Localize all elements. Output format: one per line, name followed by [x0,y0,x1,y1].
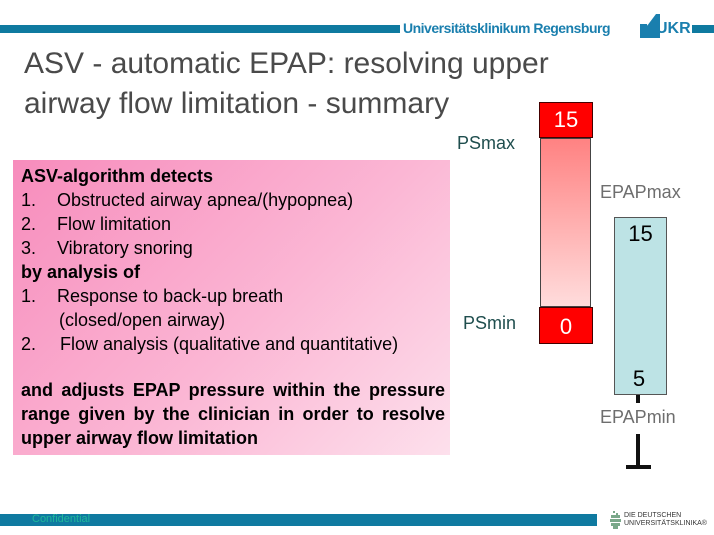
epap-floor-base [626,465,651,469]
epap-min-value: 5 [632,366,646,391]
ukr-logo-text: UKR [656,20,691,37]
heading-analysis: by analysis of [21,262,141,282]
ukr-logo: UKR [640,12,691,38]
brand-name: Universitätsklinikum Regensburg [403,20,611,36]
list-item: 2.Flow limitation [21,214,172,234]
epap-max-label: EPAPmax [600,182,681,202]
epap-min-label: EPAPmin [600,407,676,427]
epap-max-value: 15 [628,221,653,246]
list-item: 2.Flow analysis (qualitative and quantit… [21,334,399,354]
header-bar-left [0,25,400,33]
ukr-logo-mark [640,14,660,38]
list-item: 1.Obstructed airway apnea/(hypopnea) [21,190,354,210]
footer-bar [0,514,597,526]
list-item: (closed/open airway) [59,310,226,330]
algorithm-textbox: ASV-algorithm detects 1.Obstructed airwa… [13,160,450,455]
ps-max-value: 15 [539,102,593,138]
epap-floor-stem [636,434,640,468]
slide-title: ASV - automatic EPAP: resolving upper ai… [24,47,549,120]
header-bar-right [692,25,714,33]
epap-range-bar [614,217,667,395]
partner-logo: DIE DEUTSCHEN UNIVERSITÄTSKLINIKA® [610,510,714,530]
ps-max-label: PSmax [457,133,516,153]
partner-logo-line1: DIE DEUTSCHEN [624,512,682,519]
list-item: 1.Response to back-up breath [21,286,284,306]
ps-min-value: 0 [539,307,593,344]
epap-stem [636,395,640,403]
partner-logo-line2: UNIVERSITÄTSKLINIKA® [624,520,707,527]
ps-range-bar [540,138,591,307]
conclusion-text: and adjusts EPAP pressure within the pre… [21,380,445,448]
heading-detects: ASV-algorithm detects [21,166,214,186]
ps-min-label: PSmin [463,313,517,333]
list-item: 3.Vibratory snoring [21,238,193,258]
confidential-label: Confidential [32,513,91,525]
